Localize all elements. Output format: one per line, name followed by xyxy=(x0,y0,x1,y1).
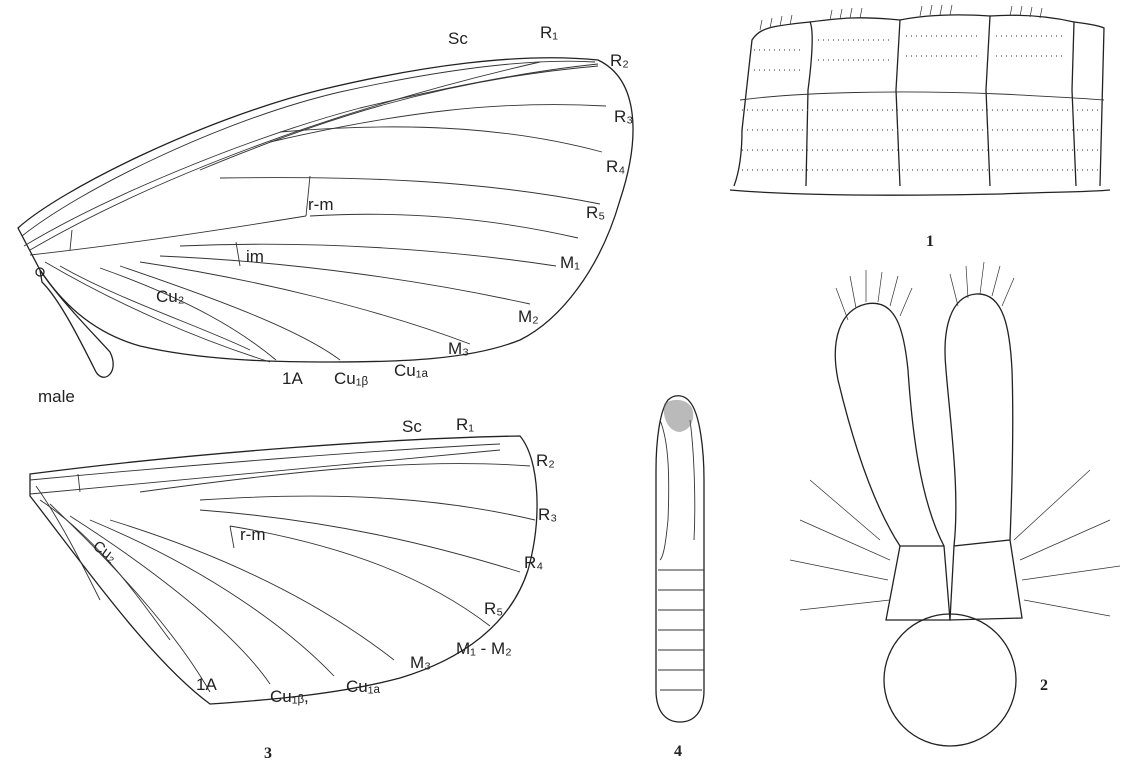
lower-sc-label: Sc xyxy=(402,417,422,436)
upper-r2-label: R₂ xyxy=(610,51,629,70)
segment-drawing: 1 xyxy=(730,5,1110,250)
upper-r3-label: R₃ xyxy=(614,107,633,126)
upper-cu1a-label: Cu₁ₐ xyxy=(394,361,428,380)
lower-r3-label: R₃ xyxy=(538,505,557,524)
lower-cu2-label: Cu₂ xyxy=(90,537,120,566)
upper-m2-label: M₂ xyxy=(518,307,539,326)
upper-m1-label: M₁ xyxy=(560,253,580,272)
upper-rm-label: r-m xyxy=(308,195,333,214)
lower-1a-label: 1A xyxy=(196,675,217,694)
pupa-drawing: 4 xyxy=(656,396,704,760)
upper-cu1b-label: Cu₁ᵦ xyxy=(334,369,368,388)
upper-cu2-label: Cu₂ xyxy=(156,287,184,306)
lower-wing-outline xyxy=(30,436,537,704)
upper-m3-label: M₃ xyxy=(448,339,469,358)
lower-cu1a-label: Cu₁ₐ xyxy=(346,677,380,696)
appendage-drawing: 2 xyxy=(790,262,1120,746)
panel-number-2: 2 xyxy=(1040,677,1048,694)
lower-rm-label: r-m xyxy=(240,525,265,544)
male-forewing-diagram: Sc R₁ R₂ R₃ R₄ R₅ M₁ M₂ M₃ Cu₁ₐ Cu₁ᵦ 1A … xyxy=(18,23,633,406)
lower-cu1b-label: Cu₁ᵦ, xyxy=(270,687,309,706)
upper-sc-label: Sc xyxy=(448,29,468,48)
panel-number-4: 4 xyxy=(674,743,682,760)
lower-r4-label: R₄ xyxy=(524,553,543,572)
lower-r1-label: R₁ xyxy=(456,415,474,434)
lower-m3-label: M₃ xyxy=(410,653,431,672)
upper-r5-label: R₅ xyxy=(586,203,605,222)
lower-r2-label: R₂ xyxy=(536,451,555,470)
male-label: male xyxy=(38,387,75,406)
upper-im-label: im xyxy=(246,247,264,266)
upper-1a-label: 1A xyxy=(282,369,303,388)
panel-number-1: 1 xyxy=(926,233,934,250)
upper-r1-label: R₁ xyxy=(540,23,558,42)
panel-number-3: 3 xyxy=(264,745,272,762)
male-wing-hind-lobe xyxy=(40,270,113,377)
female-wing-diagram: Sc R₁ R₂ R₃ R₄ R₅ M₁ - M₂ M₃ Cu₁ₐ Cu₁ᵦ, … xyxy=(30,415,557,762)
lower-m1m2-label: M₁ - M₂ xyxy=(456,639,512,658)
upper-r4-label: R₄ xyxy=(606,157,625,176)
lower-r5-label: R₅ xyxy=(484,599,503,618)
